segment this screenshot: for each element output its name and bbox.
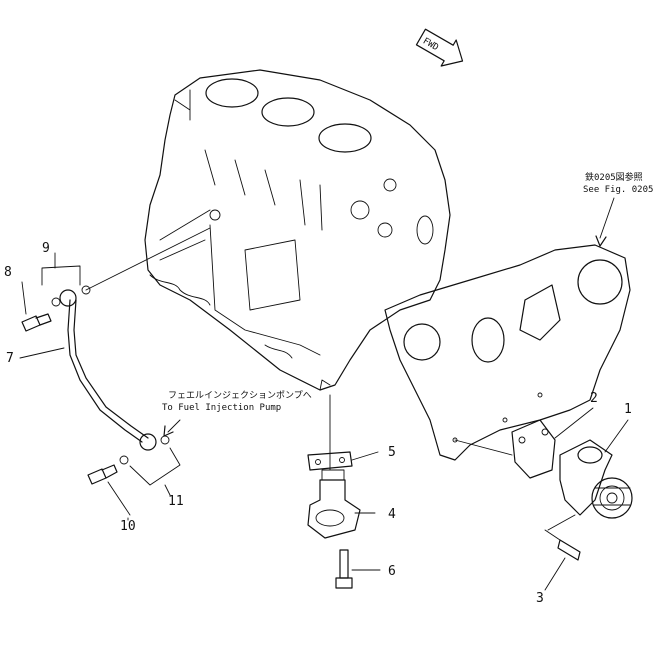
callout-4: 4 — [388, 507, 396, 522]
oil-pipe-7 — [59, 227, 211, 451]
bolt-6 — [335, 549, 353, 589]
fuel-note-jp: フェエルインジェクションポンプへ — [168, 390, 312, 401]
callout-5: 5 — [388, 445, 396, 460]
callout-2: 2 — [590, 391, 598, 406]
callout-11: 11 — [168, 494, 184, 509]
fuel-note-en: To Fuel Injection Pump — [162, 403, 281, 413]
callout-6: 6 — [388, 564, 396, 579]
ref-note-en: See Fig. 0205 — [583, 185, 653, 195]
callout-7: 7 — [6, 351, 14, 366]
fwd-label: FWD — [421, 36, 440, 53]
callout-3: 3 — [536, 591, 544, 606]
fwd-arrow: FWD — [415, 28, 464, 67]
callout-8: 8 — [4, 265, 12, 280]
callout-9: 9 — [42, 241, 50, 256]
bracket-11 — [129, 447, 181, 486]
fuel-note: フェエルインジェクションポンプへ To Fuel Injection Pump — [162, 390, 312, 437]
leader-lines — [19, 252, 629, 591]
bracket-9 — [41, 265, 81, 286]
front-plate — [384, 244, 631, 461]
callout-1: 1 — [624, 402, 632, 417]
oil-pump — [454, 419, 633, 519]
reference-note: 鉄0205図参照 See Fig. 0205 — [583, 171, 653, 247]
ref-note-jp: 鉄0205図参照 — [585, 171, 643, 183]
strainer-4 — [307, 394, 361, 539]
bolt-3 — [544, 514, 581, 561]
engine-block — [144, 69, 451, 391]
gasket-5 — [307, 451, 353, 471]
bolt-10 — [87, 435, 170, 516]
bolt-8 — [21, 285, 91, 332]
callout-10: 10 — [120, 519, 136, 534]
